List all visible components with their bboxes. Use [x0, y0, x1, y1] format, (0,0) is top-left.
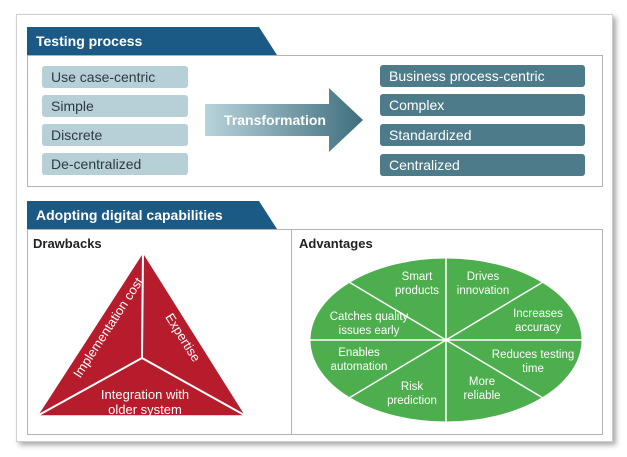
advantage-increases-accuracy: Increases accuracy [513, 308, 563, 334]
advantage-catches-quality-issues: Catches quality issues early [329, 311, 409, 337]
advantage-reduces-testing-time: Reduces testing time [491, 349, 575, 375]
to-item-centralized: Centralized [380, 154, 585, 176]
to-item-complex: Complex [380, 94, 585, 116]
digital-capabilities-title: Adopting digital capabilities [36, 207, 223, 223]
digital-capabilities-header: Adopting digital capabilities [27, 201, 277, 229]
advantage-drives-innovation: Drives innovation [456, 271, 510, 297]
transformation-label: Transformation [224, 112, 326, 128]
advantages-title: Advantages [299, 236, 373, 251]
advantage-more-reliable: More reliable [463, 376, 501, 402]
testing-process-title: Testing process [36, 33, 143, 49]
testing-process-header: Testing process [27, 27, 277, 55]
from-item-simple: Simple [42, 95, 188, 117]
transformation-arrow: Transformation [205, 88, 363, 152]
from-item-use-case-centric: Use case-centric [42, 66, 188, 88]
advantage-enables-automation: Enables automation [330, 347, 388, 373]
panel-divider [291, 229, 292, 434]
drawback-integration: Integration with older system [100, 387, 190, 417]
advantage-smart-products: Smart products [394, 271, 440, 297]
from-item-de-centralized: De-centralized [42, 153, 188, 175]
advantage-risk-prediction: Risk prediction [387, 381, 437, 407]
arrow-shape [205, 88, 363, 152]
to-item-standardized: Standardized [380, 124, 585, 146]
drawbacks-title: Drawbacks [33, 236, 102, 251]
to-item-business-process-centric: Business process-centric [380, 65, 585, 87]
from-item-discrete: Discrete [42, 124, 188, 146]
